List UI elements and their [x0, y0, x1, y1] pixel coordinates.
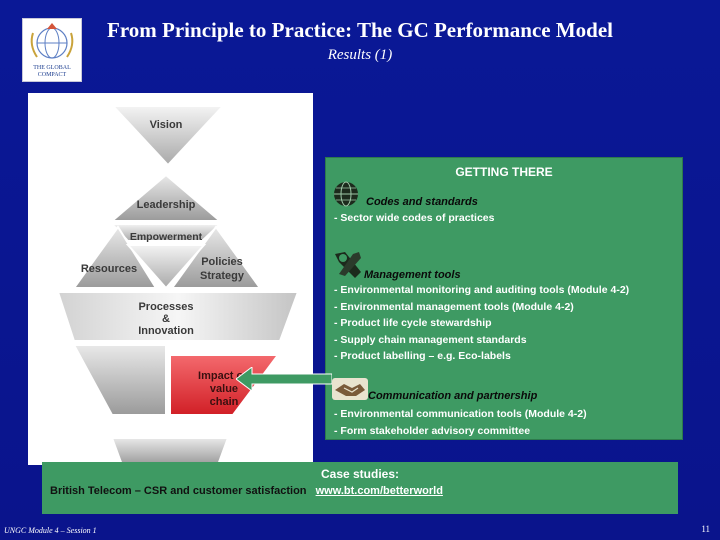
case-studies-panel: Case studies: British Telecom – CSR and … [42, 462, 678, 514]
label-leadership: Leadership [137, 199, 196, 211]
getting-there-header: GETTING THERE [455, 165, 553, 179]
footer-text: UNGC Module 4 – Session 1 [4, 526, 97, 535]
case-studies-title: Case studies: [320, 467, 400, 481]
label-vision: Vision [150, 119, 183, 131]
list-item: - Product life cycle stewardship [334, 317, 492, 329]
list-item: - Environmental management tools (Module… [334, 300, 574, 313]
un-global-compact-logo: THE GLOBAL COMPACT [22, 18, 82, 82]
page-subtitle: Results (1) [327, 47, 393, 63]
list-item: - Environmental monitoring and auditing … [334, 284, 630, 296]
label-innovation: Innovation [138, 325, 194, 337]
codes-list: - Sector wide codes of practices [334, 210, 494, 227]
list-item: - Sector wide codes of practices [334, 212, 495, 224]
label-strategy: Strategy [200, 270, 245, 282]
label-impact-2: value [210, 383, 238, 395]
vision-shape [110, 105, 226, 167]
resources-shape [72, 225, 158, 289]
page-title: From Principle to Practice: The GC Perfo… [107, 18, 613, 42]
leadership-shape [109, 173, 223, 222]
case-study-text: British Telecom – CSR and customer satis… [50, 485, 307, 497]
laurel-globe-icon [30, 23, 74, 59]
bottom-shape [110, 437, 230, 465]
label-impact-3: chain [210, 396, 239, 408]
performance-model-diagram: Vision Leadership Empowerment Resources … [28, 93, 313, 465]
label-empowerment: Empowerment [130, 231, 203, 243]
management-list: - Environmental monitoring and auditing … [334, 282, 629, 365]
list-item: - Product labelling – e.g. Eco-labels [334, 350, 511, 362]
section-title-communication: Communication and partnership [368, 390, 538, 402]
tools-icon [335, 252, 361, 278]
section-title-codes: Codes and standards [366, 196, 478, 208]
case-study-line: British Telecom – CSR and customer satis… [50, 485, 443, 497]
label-processes: Processes [138, 301, 193, 313]
center-link-shape [125, 244, 207, 290]
connector-arrow-icon [236, 367, 332, 391]
section-title-management: Management tools [364, 269, 461, 281]
logo-caption: THE GLOBAL COMPACT [33, 65, 71, 78]
label-policies: Policies [201, 256, 243, 268]
globe-icon [334, 181, 358, 207]
label-resources: Resources [81, 263, 137, 275]
impact-left-shape [72, 344, 167, 416]
getting-there-panel: GETTING THERE Codes and standards - Sect… [325, 157, 683, 440]
list-item: - Environmental communication tools (Mod… [334, 408, 587, 420]
label-ampersand: & [162, 313, 170, 325]
list-item: - Form stakeholder advisory committee [334, 424, 531, 437]
page-number: 11 [701, 524, 710, 534]
processes-innovation-shape [56, 291, 300, 342]
communication-list: - Environmental communication tools (Mod… [334, 406, 587, 439]
list-item: - Supply chain management standards [334, 333, 527, 346]
handshake-icon [332, 378, 368, 400]
case-study-link[interactable]: www.bt.com/betterworld [315, 485, 443, 497]
